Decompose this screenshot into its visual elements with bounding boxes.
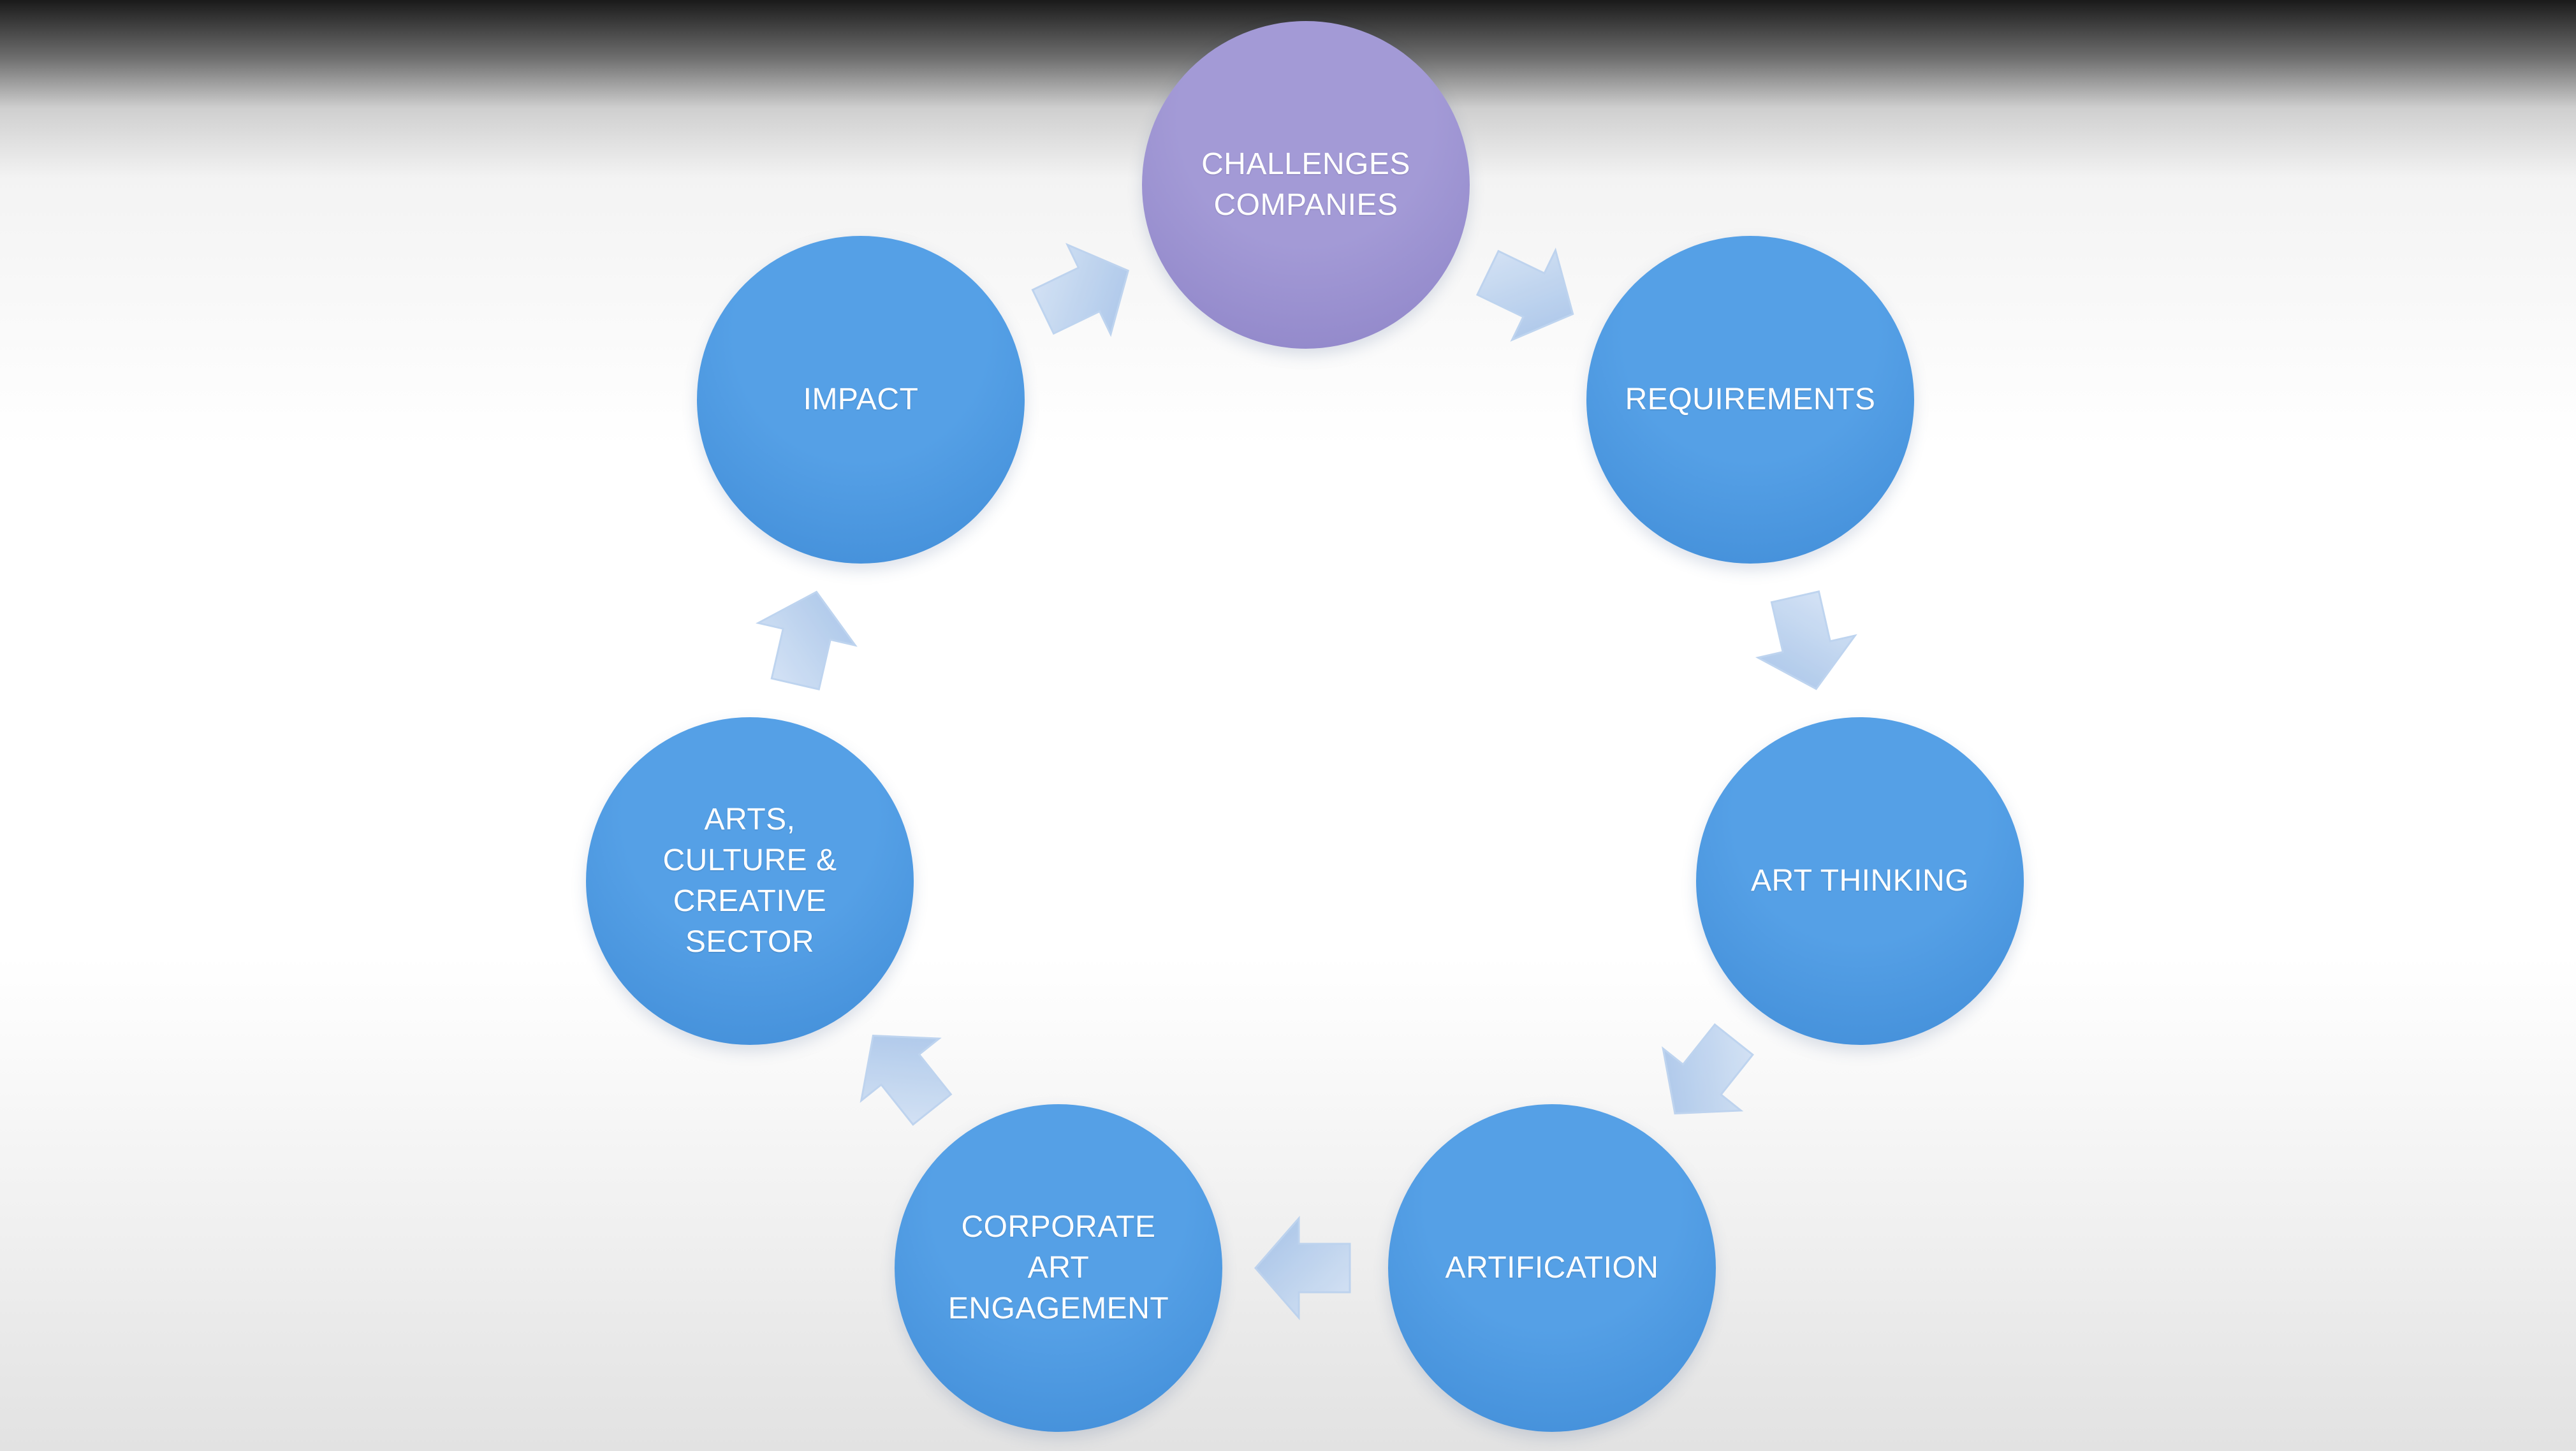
arrow-corporate-art-engagement-to-arts-culture-creative-sector <box>860 1034 953 1127</box>
arrow-artification-to-corporate-art-engagement <box>1254 1215 1351 1321</box>
arrow-requirements-to-art-thinking <box>1755 590 1857 690</box>
node-requirements: REQUIREMENTS <box>1586 236 1914 564</box>
node-label-artification: ARTIFICATION <box>1445 1251 1659 1285</box>
arrow-challenges-to-requirements <box>1475 247 1574 342</box>
node-label-impact: IMPACT <box>803 383 919 416</box>
node-challenges-companies: CHALLENGES COMPANIES <box>1142 21 1470 349</box>
arrow-impact-to-challenges <box>1031 242 1130 337</box>
node-label-requirements: REQUIREMENTS <box>1625 383 1876 416</box>
node-artification: ARTIFICATION <box>1388 1104 1716 1432</box>
node-arts-culture-creative-sector: ARTS, CULTURE & CREATIVE SECTOR <box>586 717 914 1045</box>
node-impact: IMPACT <box>697 236 1025 564</box>
node-label-arts-culture-creative-sector: ARTS, CULTURE & CREATIVE SECTOR <box>662 803 837 959</box>
node-corporate-art-engagement: CORPORATE ART ENGAGEMENT <box>895 1104 1222 1432</box>
node-label-art-thinking: ART THINKING <box>1750 864 1970 898</box>
arrow-arts-culture-creative-sector-to-impact <box>756 590 858 691</box>
node-art-thinking: ART THINKING <box>1696 717 2024 1045</box>
arrow-art-thinking-to-artification <box>1662 1023 1754 1115</box>
node-label-corporate-art-engagement: CORPORATE ART ENGAGEMENT <box>948 1210 1169 1325</box>
node-label-challenges-companies: CHALLENGES COMPANIES <box>1201 147 1410 222</box>
